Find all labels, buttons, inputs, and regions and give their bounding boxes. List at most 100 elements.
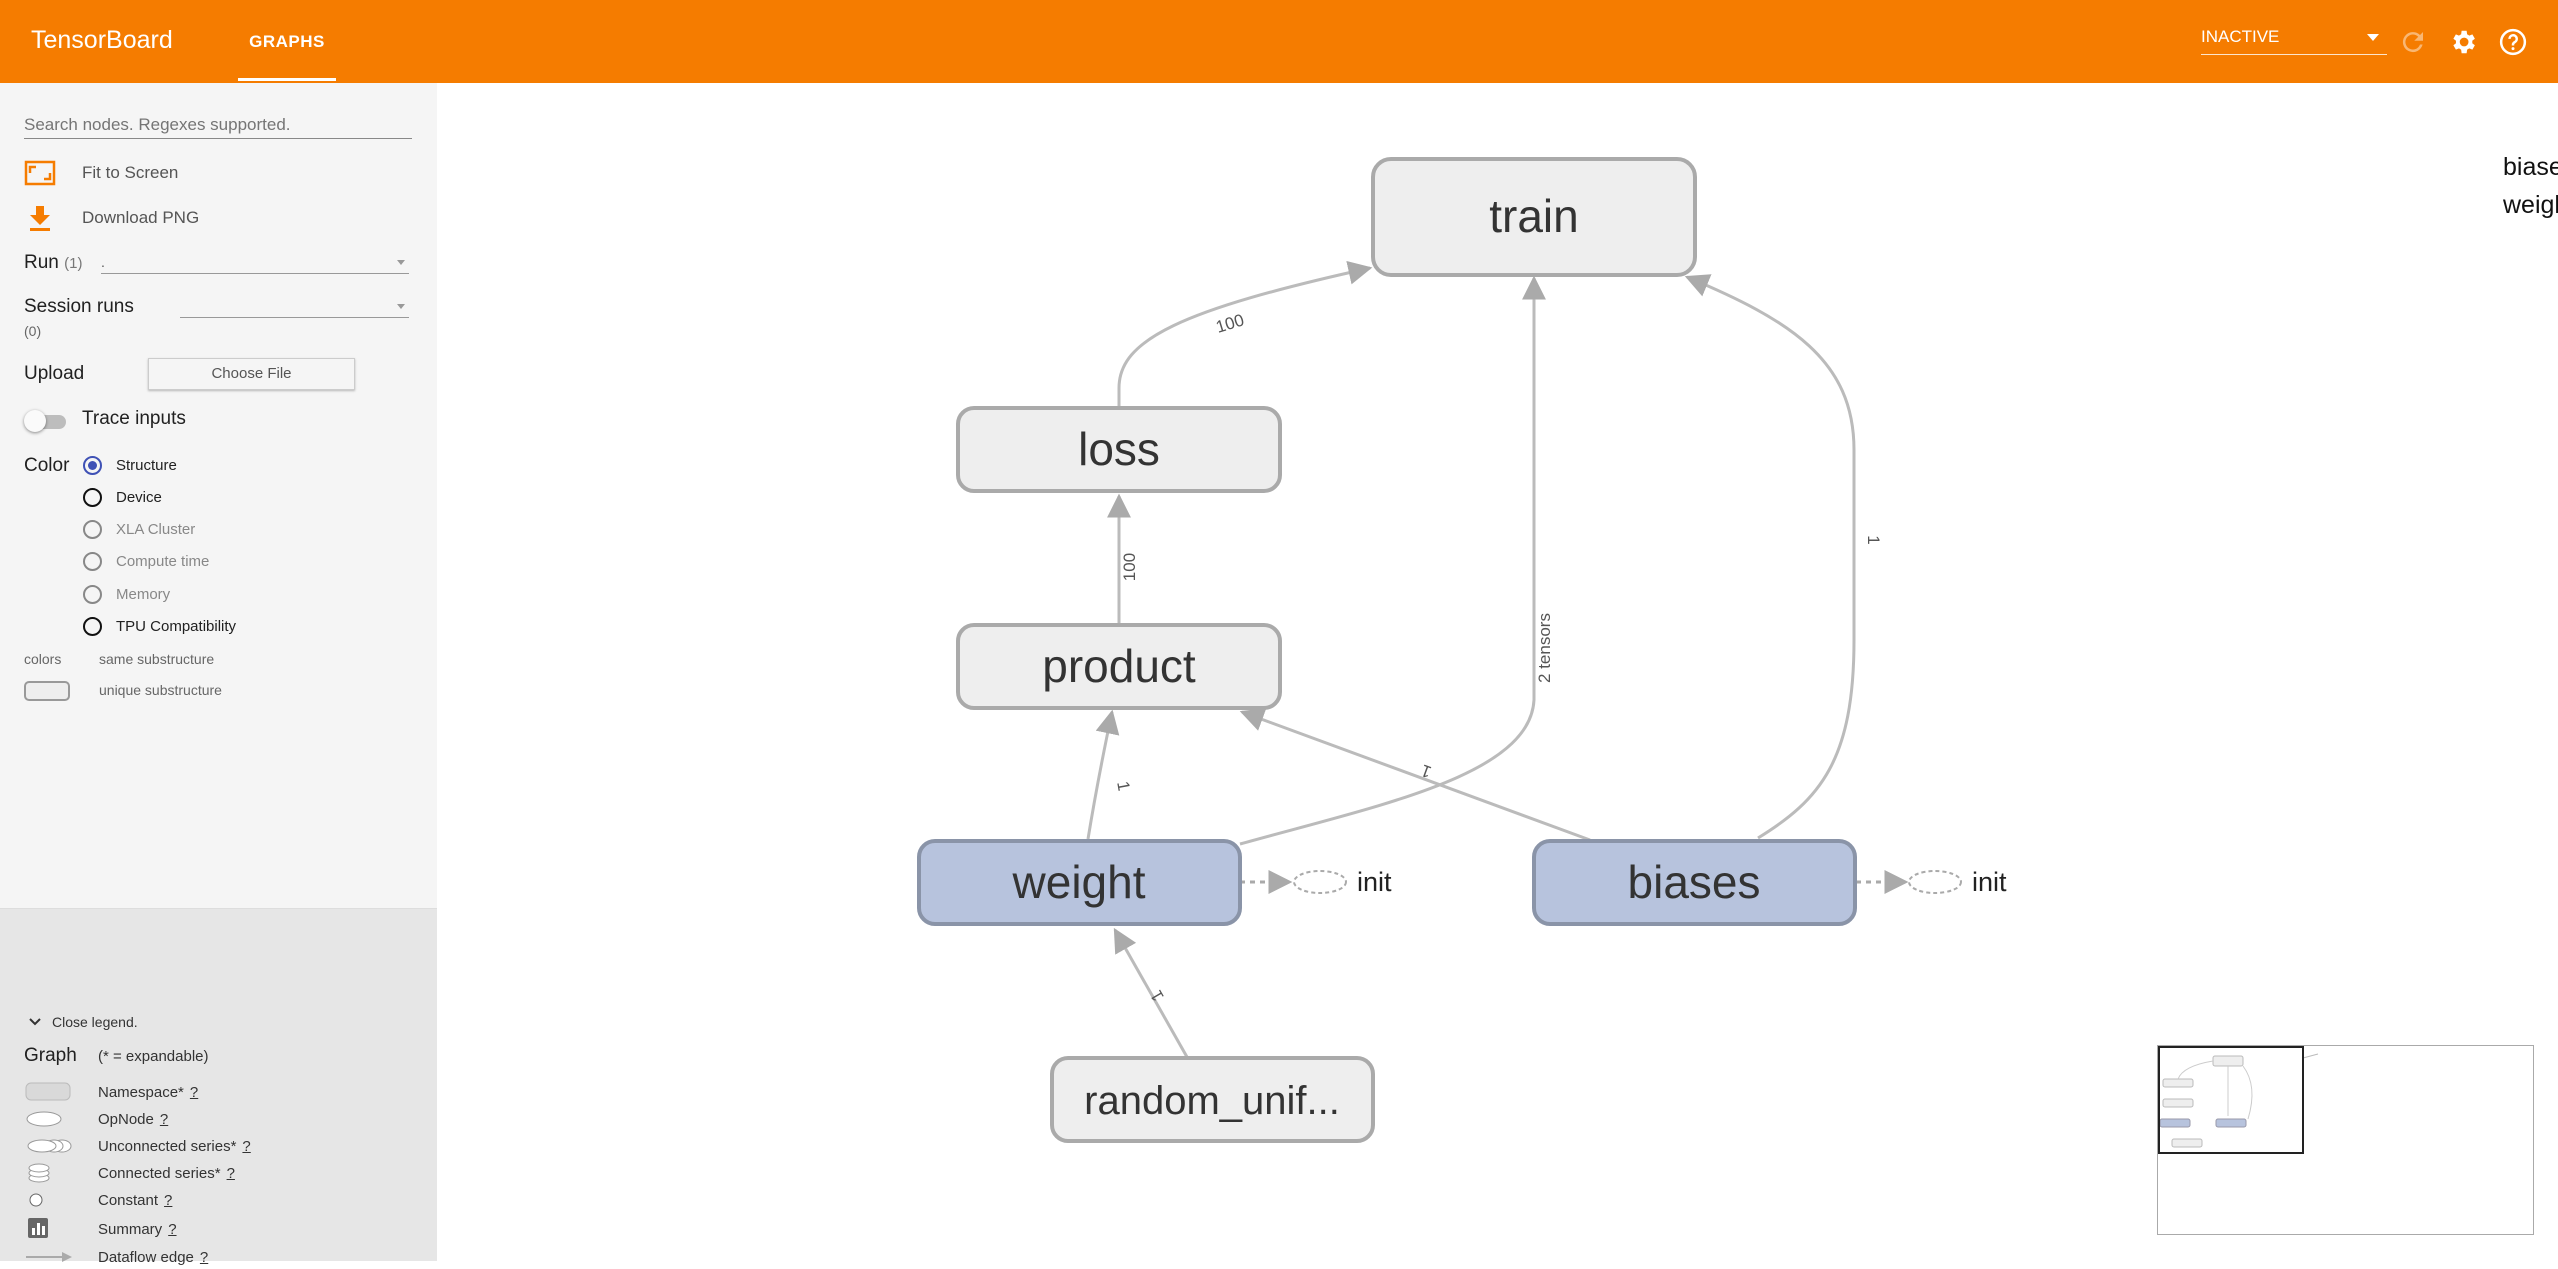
biases-init-label: init (1972, 867, 2007, 897)
legend-item-text: Constant (98, 1192, 159, 1209)
legend-item-text: Dataflow edge (98, 1249, 194, 1266)
close-legend-label: Close legend. (52, 1014, 138, 1030)
run-select[interactable]: . (101, 254, 409, 274)
active-tab-indicator (238, 78, 336, 81)
download-icon (30, 206, 50, 231)
summary-icon (28, 1218, 48, 1238)
node-loss[interactable]: loss (956, 406, 1282, 493)
color-option-label: Structure (116, 457, 177, 474)
node-biases[interactable]: biases (1532, 839, 1857, 926)
legend-item-label: Summary? (98, 1221, 177, 1238)
edge-biases-product[interactable] (1239, 708, 1591, 842)
info-biases: biases (2503, 153, 2558, 181)
radio-checked-icon (83, 456, 102, 475)
dataflow-edge-icon (26, 1252, 72, 1262)
node-product[interactable]: product (956, 623, 1282, 710)
trace-inputs-toggle[interactable] (24, 409, 68, 433)
fit-screen-icon (24, 160, 56, 186)
weight-init-label: init (1357, 867, 1392, 897)
radio-icon (83, 552, 102, 571)
legend-item-label: Namespace*? (98, 1084, 198, 1101)
help-link[interactable]: ? (164, 1192, 173, 1209)
run-label-text: Run (24, 252, 59, 273)
help-link[interactable]: ? (168, 1221, 177, 1238)
sidebar: Search nodes. Regexes supported. Fit to … (0, 83, 437, 1266)
legend-summary: Summary? (0, 1217, 437, 1241)
color-option-label: TPU Compatibility (116, 618, 237, 635)
inactive-dashboards-select[interactable]: INACTIVE (2201, 27, 2387, 55)
search-input[interactable]: Search nodes. Regexes supported. (24, 115, 412, 139)
minimap-viewport[interactable] (2158, 1046, 2304, 1154)
refresh-icon[interactable] (2398, 27, 2428, 57)
help-link[interactable]: ? (189, 1084, 199, 1101)
edge-weight-train[interactable] (1239, 275, 1546, 846)
trace-inputs-label: Trace inputs (82, 408, 186, 429)
legend-graph-title: Graph (24, 1045, 77, 1066)
edge-label-loss-train: 100 (1214, 310, 1247, 336)
radio-icon (83, 520, 102, 539)
unconnected-series-icon (27, 1139, 72, 1153)
help-link[interactable]: ? (159, 1111, 169, 1128)
legend-item-text: Connected series* (98, 1165, 221, 1182)
edge-random-weight[interactable] (1113, 927, 1189, 1058)
legend-opnode: OpNode? (0, 1107, 437, 1131)
legend-panel: Close legend. Graph (* = expandable) Nam… (0, 908, 437, 1266)
legend-connected-series: Connected series*? (0, 1161, 437, 1185)
legend-dataflow-edge: Dataflow edge? (0, 1245, 437, 1269)
edge-label-biases-train: 1 (1864, 535, 1883, 544)
legend-item-label: Connected series*? (98, 1165, 235, 1182)
node-random-uniform[interactable]: random_unif... (1050, 1056, 1375, 1143)
tab-graphs-label: GRAPHS (249, 32, 325, 51)
unique-substructure-swatch (24, 681, 70, 701)
node-biases-label: biases (1628, 856, 1761, 908)
edge-biases-train[interactable] (1684, 274, 1856, 840)
close-legend-button[interactable]: Close legend. (0, 1011, 437, 1035)
dropdown-caret-icon (2367, 34, 2379, 41)
legend-item-text: OpNode (98, 1111, 154, 1128)
session-runs-select[interactable] (180, 298, 409, 318)
node-train-label: train (1489, 190, 1578, 242)
color-option-label: Device (116, 489, 162, 506)
node-weight-init[interactable]: init (1293, 867, 1392, 897)
minimap-preview (2159, 1053, 2319, 1148)
legend-item-text: Unconnected series* (98, 1138, 237, 1155)
node-loss-label: loss (1078, 423, 1160, 475)
edge-loss-train[interactable] (1117, 260, 1373, 407)
node-biases-init[interactable]: init (1908, 867, 2007, 897)
help-link[interactable]: ? (226, 1165, 235, 1182)
help-icon[interactable] (2498, 27, 2528, 57)
opnode-icon (26, 1111, 62, 1127)
legend-item-label: OpNode? (98, 1111, 168, 1128)
same-substructure-label: same substructure (99, 651, 215, 667)
color-label: Color (24, 455, 70, 476)
run-select-value: . (101, 254, 105, 270)
color-option-label: Memory (116, 586, 171, 603)
graph-svg[interactable]: 100 100 2 tensors 1 1 1 1 train loss pro… (437, 83, 2558, 1261)
node-train[interactable]: train (1371, 157, 1697, 277)
gear-icon[interactable] (2448, 27, 2478, 57)
radio-icon (83, 617, 102, 636)
node-weight[interactable]: weight (917, 839, 1242, 926)
help-link[interactable]: ? (242, 1138, 251, 1155)
color-option-label: Compute time (116, 553, 210, 570)
legend-unconnected-series: Unconnected series*? (0, 1134, 437, 1158)
tab-graphs[interactable]: GRAPHS (238, 0, 336, 83)
minimap[interactable] (2157, 1045, 2534, 1235)
unique-substructure-label: unique substructure (99, 682, 222, 698)
upload-label: Upload (24, 363, 85, 384)
help-link[interactable]: ? (199, 1249, 209, 1266)
search-placeholder: Search nodes. Regexes supported. (24, 115, 291, 134)
toggle-knob (24, 410, 46, 432)
graph-canvas[interactable]: 100 100 2 tensors 1 1 1 1 train loss pro… (437, 83, 2558, 1261)
legend-constant: Constant? (0, 1188, 437, 1212)
constant-icon (29, 1193, 43, 1207)
edge-weight-product[interactable] (1086, 709, 1120, 840)
legend-item-label: Unconnected series*? (98, 1138, 251, 1155)
fit-to-screen-label: Fit to Screen (82, 163, 179, 182)
connected-series-icon (28, 1163, 50, 1183)
top-app-bar: TensorBoard GRAPHS INACTIVE (0, 0, 2558, 83)
choose-file-button[interactable]: Choose File (148, 358, 355, 390)
app-title: TensorBoard (31, 26, 173, 54)
legend-item-label: Constant? (98, 1192, 172, 1209)
chevron-down-icon (29, 1018, 41, 1026)
